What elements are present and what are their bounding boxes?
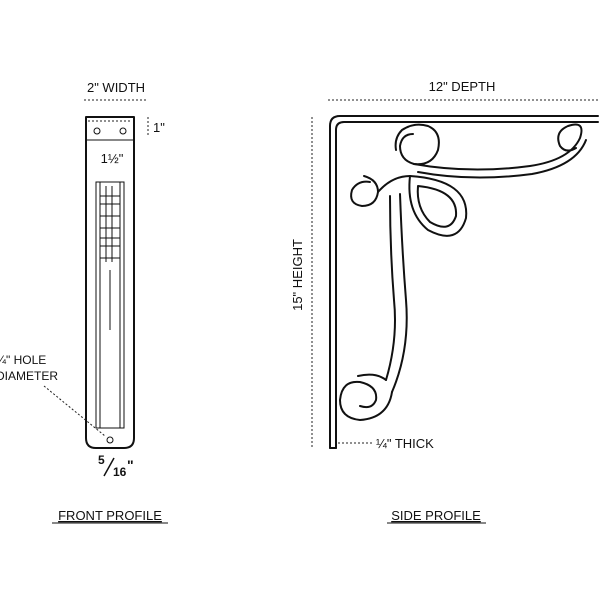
teardrop-outer bbox=[408, 175, 468, 237]
top-left-spiral bbox=[394, 123, 440, 166]
thick-label: ¼" THICK bbox=[376, 436, 434, 451]
front-scroll-crossings bbox=[100, 186, 120, 330]
top-right-hole bbox=[119, 127, 127, 135]
left-small-spiral bbox=[350, 175, 379, 207]
side-profile: 12" DEPTH 15" HEIGHT ¼" THICK bbox=[290, 79, 599, 524]
side-profile-caption: SIDE PROFILE bbox=[391, 508, 481, 523]
hole-label-line1: ¼" HOLE bbox=[0, 353, 46, 367]
arm-outer bbox=[385, 195, 396, 381]
top-left-hole bbox=[93, 127, 101, 135]
height-label: 15" HEIGHT bbox=[290, 239, 305, 311]
depth-label: 12" DEPTH bbox=[429, 79, 496, 94]
bottom-hole bbox=[106, 436, 114, 444]
hole-spacing-label: 1½" bbox=[101, 151, 124, 166]
bottom-label-numerator: 5 bbox=[98, 453, 105, 467]
hole-label-line2: DIAMETER bbox=[0, 369, 58, 383]
top-arch bbox=[413, 123, 583, 171]
arm-inner bbox=[391, 193, 408, 393]
bottom-spiral bbox=[339, 380, 393, 421]
front-profile-caption: FRONT PROFILE bbox=[58, 508, 162, 523]
hole-leader-line bbox=[43, 385, 106, 437]
top-offset-label: 1" bbox=[153, 120, 165, 135]
top-arch-inner bbox=[417, 139, 587, 179]
bottom-spiral-tail bbox=[357, 373, 387, 381]
bottom-label-fraction-bar bbox=[103, 457, 115, 477]
bottom-label-unit: " bbox=[127, 457, 134, 473]
teardrop-inner bbox=[416, 185, 458, 228]
arm-join bbox=[377, 175, 411, 193]
front-profile: 2" WIDTH 1" 1½" ¼" HOL bbox=[0, 80, 168, 524]
frame-inner-edge bbox=[335, 121, 599, 449]
scroll-work bbox=[339, 123, 587, 421]
front-bar-outline bbox=[85, 116, 135, 449]
front-inner-panel bbox=[95, 181, 125, 429]
bottom-label-denominator: 16 bbox=[113, 465, 127, 479]
width-label: 2" WIDTH bbox=[87, 80, 145, 95]
bottom-thickness-label: 5 16 " bbox=[98, 453, 134, 479]
frame-outer-edge bbox=[329, 115, 599, 449]
